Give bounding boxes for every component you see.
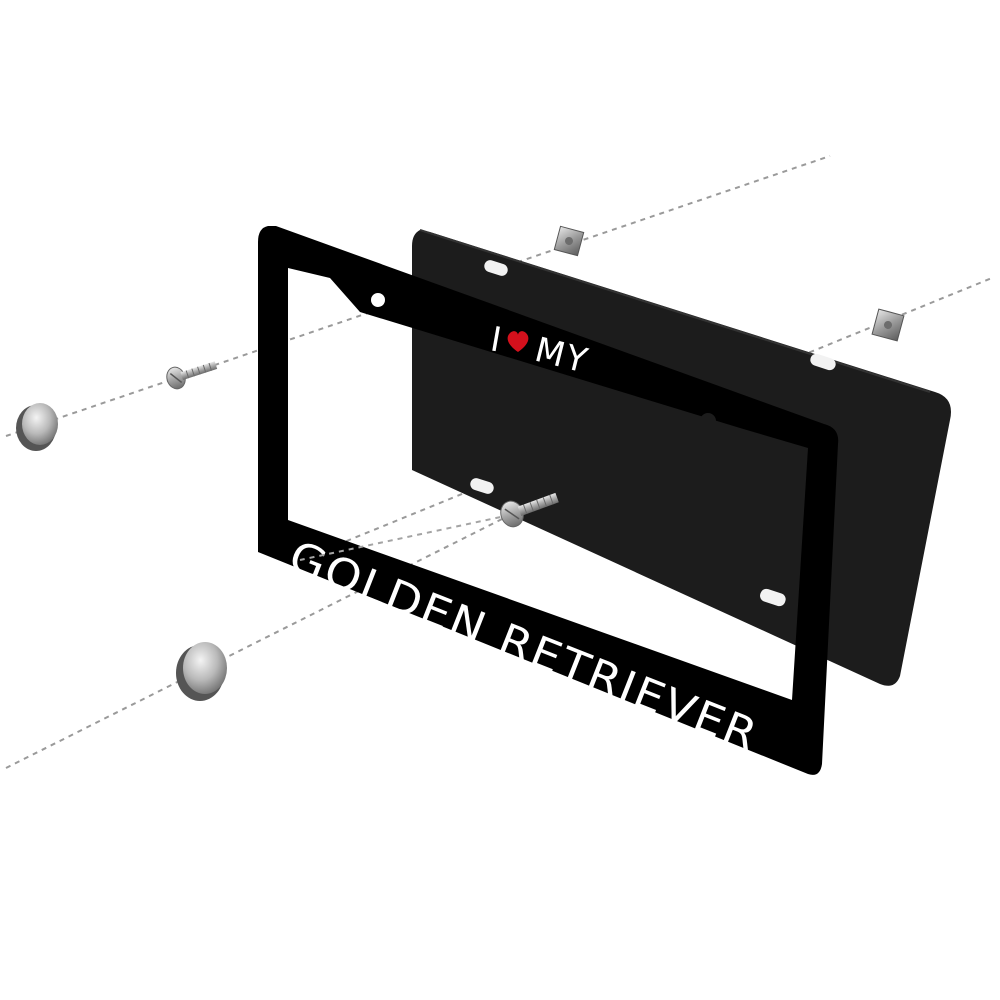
guide-line-bottom bbox=[5, 504, 531, 769]
screw-cap-icon bbox=[16, 403, 58, 451]
heart-icon bbox=[507, 331, 529, 352]
square-nut-icon bbox=[553, 225, 585, 257]
plate-slot-top-right bbox=[810, 353, 836, 371]
plate-slot-top-left bbox=[484, 260, 508, 276]
screw-icon bbox=[166, 361, 218, 390]
square-nut-icon bbox=[871, 308, 905, 342]
screw-cap-icon bbox=[176, 642, 227, 701]
screw-icon bbox=[500, 492, 559, 528]
